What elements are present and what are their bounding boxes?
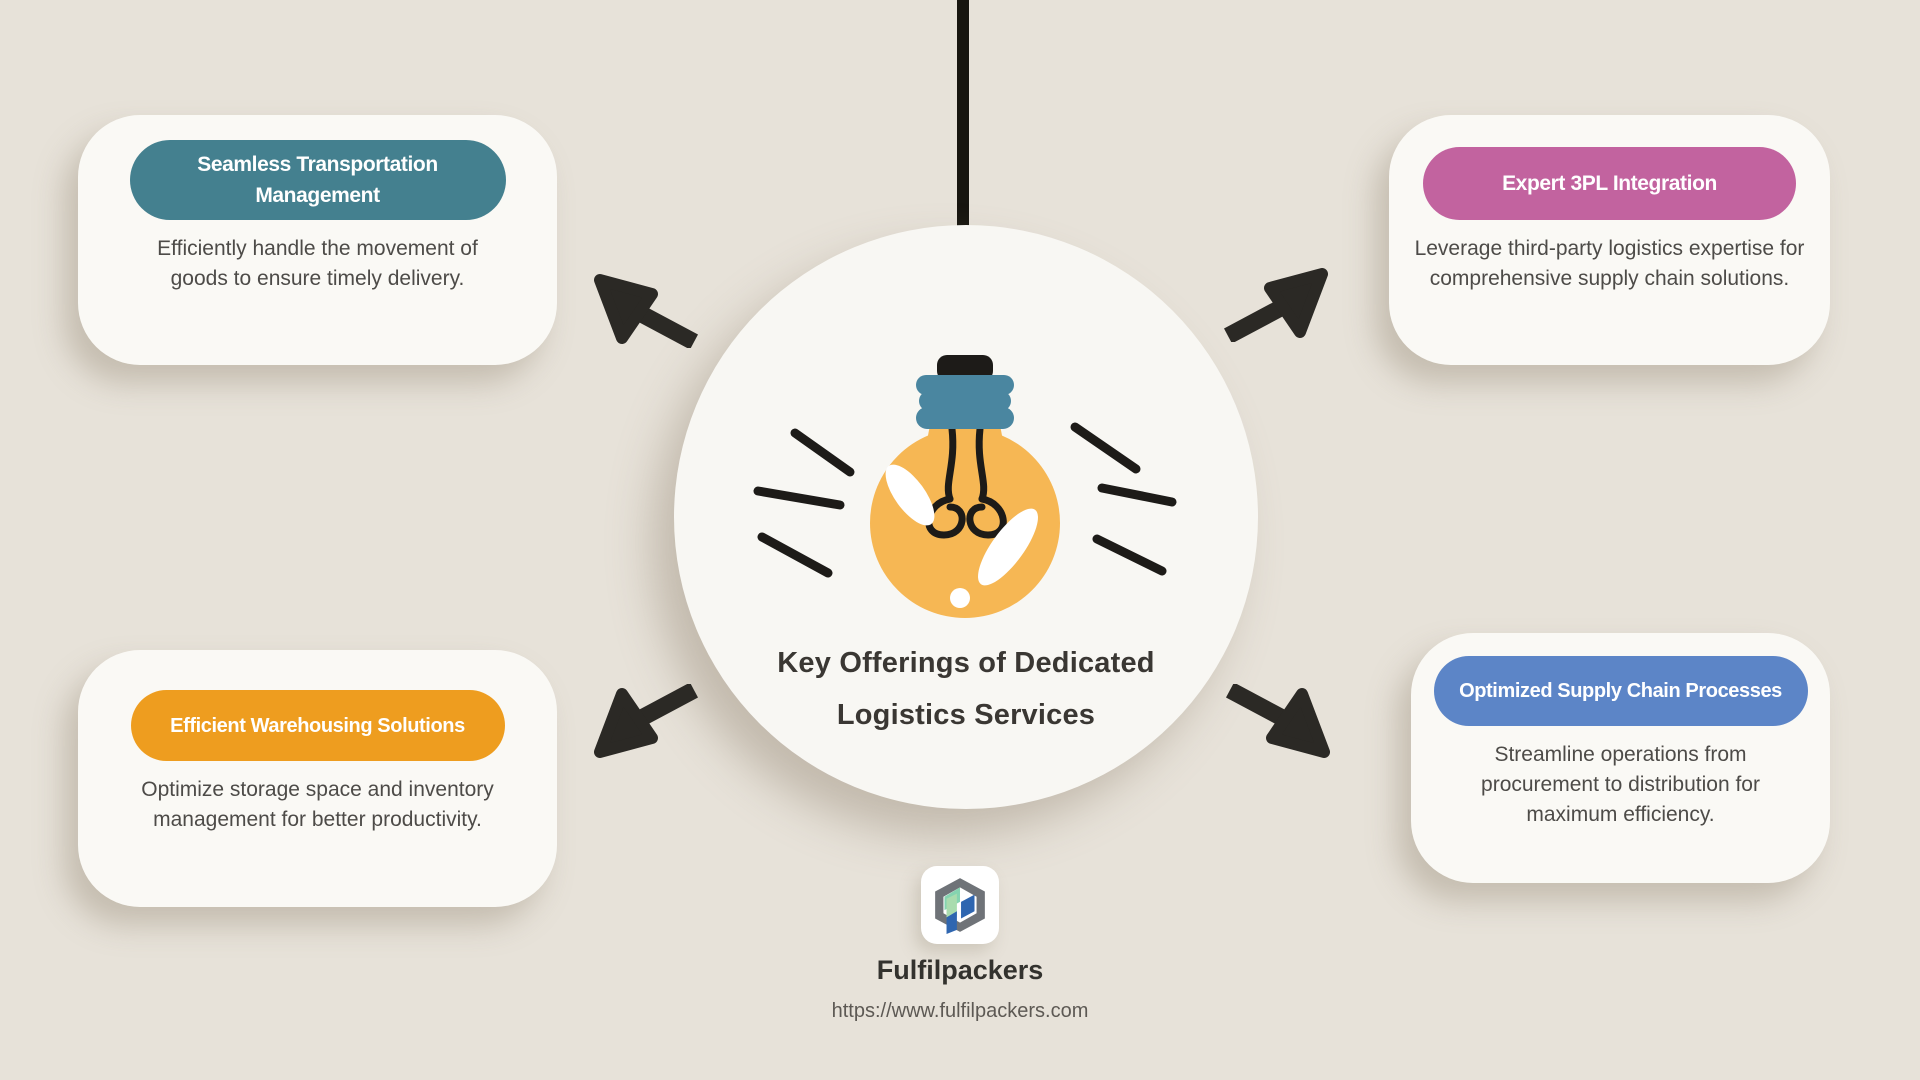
card-3pl-integration-description: Leverage third-party logistics expertise… xyxy=(1414,237,1805,290)
card-3pl-integration-pill: Expert 3PL Integration xyxy=(1423,147,1796,220)
bulb-highlights xyxy=(885,464,1038,608)
bulb-filament xyxy=(925,425,1007,539)
arrow-up-right-icon xyxy=(1222,266,1334,344)
card-supply-chain-description: Streamline operations from procurement t… xyxy=(1481,743,1760,826)
brand-logo xyxy=(921,866,999,944)
arrow-down-left-icon xyxy=(588,682,700,760)
main-title: Key Offerings of Dedicated Logistics Ser… xyxy=(777,647,1155,731)
card-warehousing-title: Efficient Warehousing Solutions xyxy=(170,714,465,737)
arrow-up-left-icon xyxy=(588,272,700,350)
card-supply-chain-title: Optimized Supply Chain Processes xyxy=(1459,680,1782,702)
arrow-down-right-icon xyxy=(1224,682,1336,760)
card-3pl-integration-title: Expert 3PL Integration xyxy=(1502,171,1717,195)
card-transportation: Seamless Transportation Management Effic… xyxy=(78,115,557,365)
light-rays-icon xyxy=(753,422,1177,578)
card-transportation-description: Efficiently handle the movement of goods… xyxy=(157,237,478,290)
card-supply-chain: Optimized Supply Chain Processes Streaml… xyxy=(1411,633,1830,883)
card-warehousing: Efficient Warehousing Solutions Optimize… xyxy=(78,650,557,907)
card-transportation-pill: Seamless Transportation Management xyxy=(129,140,506,220)
bulb-cap xyxy=(937,355,993,381)
brand-name: Fulfilpackers xyxy=(876,955,1044,985)
card-warehousing-pill: Efficient Warehousing Solutions xyxy=(130,690,505,761)
brand-url: https://www.fulfilpackers.com xyxy=(831,1000,1089,1022)
card-3pl-integration: Expert 3PL Integration Leverage third-pa… xyxy=(1389,115,1830,365)
hexagon-p-logo-icon xyxy=(935,878,985,934)
card-transportation-title: Seamless Transportation Management xyxy=(197,153,438,207)
card-supply-chain-pill: Optimized Supply Chain Processes xyxy=(1433,656,1808,726)
lightbulb-icon xyxy=(753,355,1177,618)
card-warehousing-description: Optimize storage space and inventory man… xyxy=(141,778,494,831)
bulb-socket xyxy=(916,375,1014,429)
